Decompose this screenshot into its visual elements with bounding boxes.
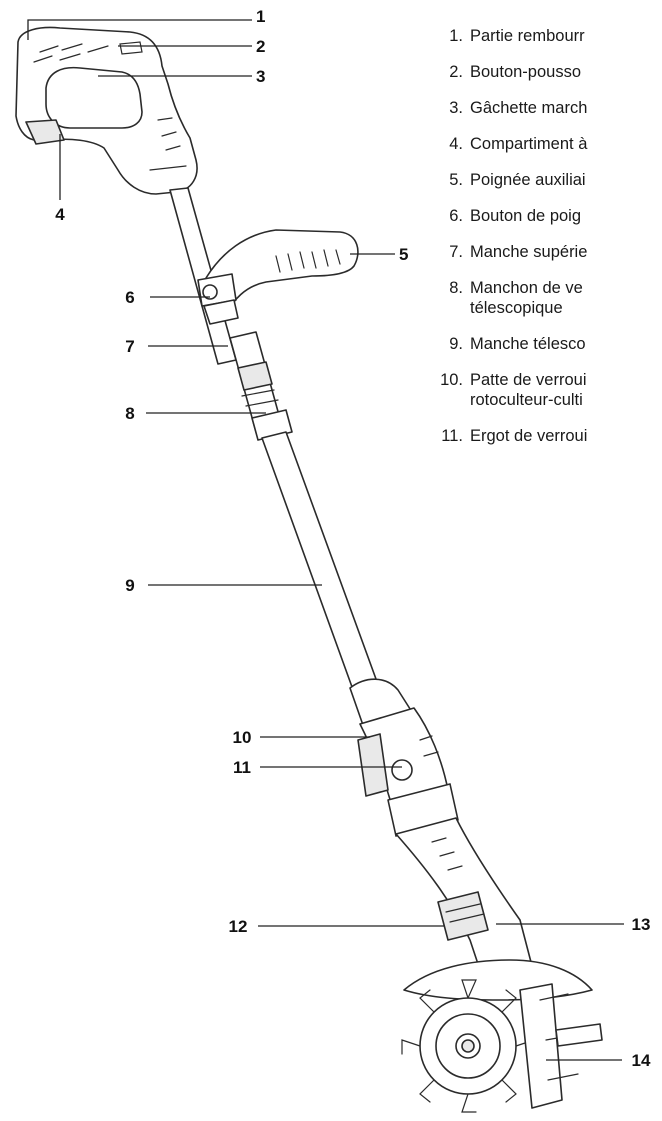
callout-10: 10: [233, 728, 252, 747]
callout-6: 6: [125, 288, 134, 307]
callout-3: 3: [256, 67, 265, 86]
legend-number: 10.: [440, 371, 463, 389]
legend-number: 9.: [449, 335, 463, 353]
telescopic-tube: [261, 431, 381, 699]
legend-item: 7. Manche supérie: [438, 242, 662, 262]
callout-13: 13: [632, 915, 651, 934]
callout-2: 2: [256, 37, 265, 56]
leader-lines: [27, 19, 624, 1061]
legend-number: 7.: [449, 243, 463, 261]
legend-number: 5.: [449, 171, 463, 189]
legend-number: 3.: [449, 99, 463, 117]
callout-12: 12: [229, 917, 248, 936]
callout-11: 11: [233, 758, 251, 777]
legend-item: 8. Manchon de ve télescopique: [438, 278, 662, 318]
legend-item: 5. Poignée auxiliai: [438, 170, 662, 190]
callout-1: 1: [256, 7, 265, 26]
legend-item: 11. Ergot de verroui: [438, 426, 662, 446]
legend-number: 2.: [449, 63, 463, 81]
legend-text: Bouton-pousso: [470, 63, 581, 81]
legend-text: Poignée auxiliai: [470, 171, 586, 189]
legend-item: 9. Manche télesco: [438, 334, 662, 354]
legend-item: 2. Bouton-pousso: [438, 62, 662, 82]
lower-arm: [395, 817, 533, 983]
legend-item: 4. Compartiment à: [438, 134, 662, 154]
callout-8: 8: [125, 404, 134, 423]
callout-9: 9: [125, 576, 134, 595]
auxiliary-handle: [197, 229, 359, 325]
rear-handle: [15, 26, 198, 195]
tine-guard: [403, 959, 593, 1001]
legend-text: Manche télesco: [470, 335, 586, 353]
legend-number: 1.: [449, 27, 463, 45]
lower-coupling: [349, 678, 459, 837]
legend-item: 1. Partie rembourr: [438, 26, 662, 46]
legend-text: Bouton de poig: [470, 207, 582, 225]
legend-text: Compartiment à: [470, 135, 588, 153]
tines: [401, 979, 603, 1113]
legend-text: Manchon de ve: [470, 279, 583, 297]
legend-number: 11.: [441, 427, 463, 445]
legend-item: 6. Bouton de poig: [438, 206, 662, 226]
legend-text: Manche supérie: [470, 243, 588, 261]
parts-legend: 1. Partie rembourr 2. Bouton-pousso 3. Gâchet…: [438, 26, 662, 462]
callout-7: 7: [125, 337, 134, 356]
legend-item: 3. Gâchette march: [438, 98, 662, 118]
callout-5: 5: [399, 245, 408, 264]
legend-number: 4.: [449, 135, 463, 153]
legend-number: 6.: [449, 207, 463, 225]
legend-text-line2: télescopique: [470, 299, 563, 317]
legend-text: Ergot de verroui: [470, 427, 588, 445]
telescopic-sleeve: [229, 331, 293, 441]
legend-text: Patte de verroui: [470, 371, 587, 389]
callout-4: 4: [55, 205, 65, 224]
legend-text: Gâchette march: [470, 99, 588, 117]
leader-1: [27, 19, 252, 40]
legend-number: 8.: [449, 279, 463, 297]
legend-text-line2: rotoculteur-culti: [470, 391, 583, 409]
callout-14: 14: [632, 1051, 651, 1070]
legend-item: 10. Patte de verroui rotoculteur-culti: [438, 370, 662, 410]
legend-text: Partie rembourr: [470, 27, 585, 45]
callout-numbers: 1 2 3 4 5 6 7 8 9 10 11 12 13 14: [55, 7, 651, 1070]
